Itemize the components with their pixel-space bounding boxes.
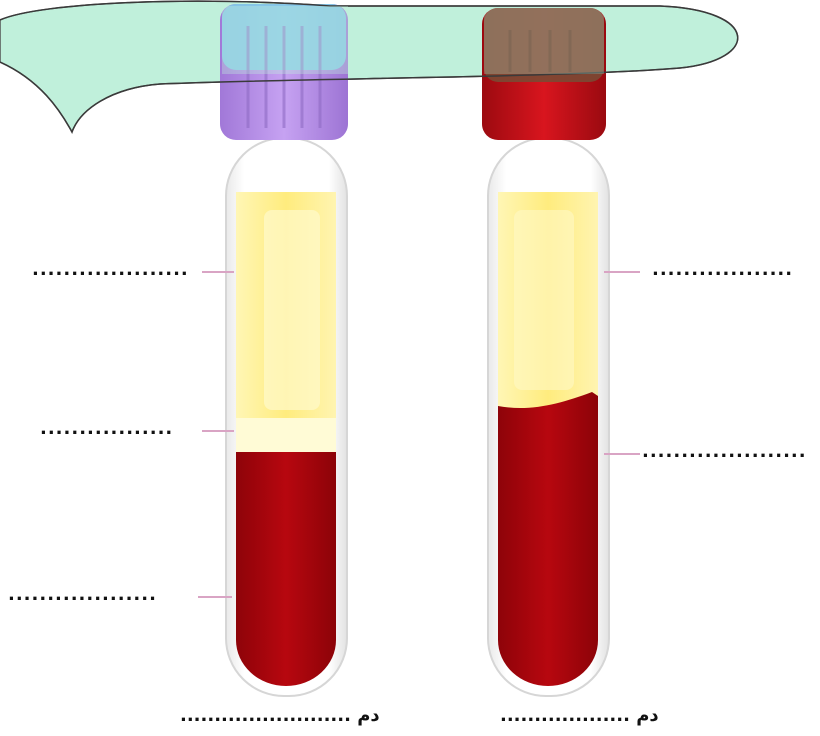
left-caption-dots: ......................... [180, 705, 351, 726]
left-caption-word: دم [357, 705, 379, 726]
label-left-buffy: ................. [40, 419, 173, 439]
right-caption-dots: ................... [500, 705, 630, 726]
right-clot-layer [498, 392, 598, 686]
speech-bubble [0, 1, 738, 132]
label-right-serum: .................. [652, 260, 793, 280]
right-caption-word: دم [636, 705, 658, 726]
label-left-cells: ................... [8, 585, 157, 605]
left-tube-caption: دم ......................... [180, 705, 380, 727]
label-left-plasma: .................... [32, 260, 189, 280]
right-tube-caption: دم ................... [500, 705, 659, 727]
left-blood-layer [236, 452, 336, 686]
right-tube [482, 8, 609, 696]
left-tube [220, 4, 348, 696]
label-right-clot: ..................... [642, 442, 807, 462]
left-buffy-layer [236, 418, 336, 452]
